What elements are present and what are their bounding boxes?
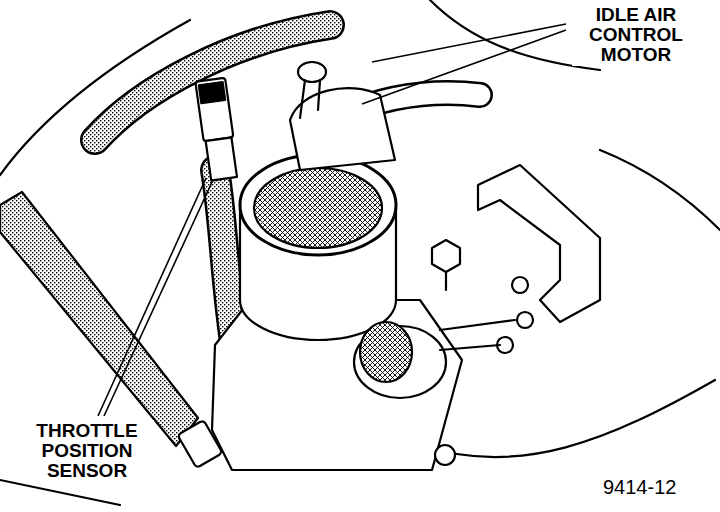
idle-air-control-motor <box>290 88 395 170</box>
leader-line <box>98 178 206 416</box>
bolt-head <box>432 240 460 272</box>
throttle-position-sensor <box>206 137 237 180</box>
hose-fitting <box>178 420 223 468</box>
tps-pins <box>199 82 225 103</box>
leader-line <box>362 30 566 104</box>
cable-stud <box>512 277 528 293</box>
fastener <box>435 445 455 465</box>
part-label: THROTTLE POSITION SENSOR <box>20 420 154 482</box>
leader-line <box>372 24 566 62</box>
cable-linkage <box>440 320 515 350</box>
coolant-hose <box>0 192 198 446</box>
bolt-shank <box>445 272 447 290</box>
part-label: IDLE AIR CONTROL MOTOR <box>572 4 700 66</box>
iac-connector <box>298 62 326 82</box>
iac-wire <box>300 80 320 118</box>
bore-screen <box>254 168 382 248</box>
throttle-bore-rim <box>240 155 396 255</box>
cable-stud <box>517 312 533 328</box>
leader-line <box>104 180 213 416</box>
pulley-spring <box>360 322 412 382</box>
engine-outline <box>600 150 720 230</box>
figure-number: 9414-12 <box>600 476 679 499</box>
tps-connector <box>195 78 233 142</box>
cable-bracket <box>478 165 600 322</box>
engine-outline <box>0 480 120 505</box>
engine-outline <box>420 380 715 457</box>
